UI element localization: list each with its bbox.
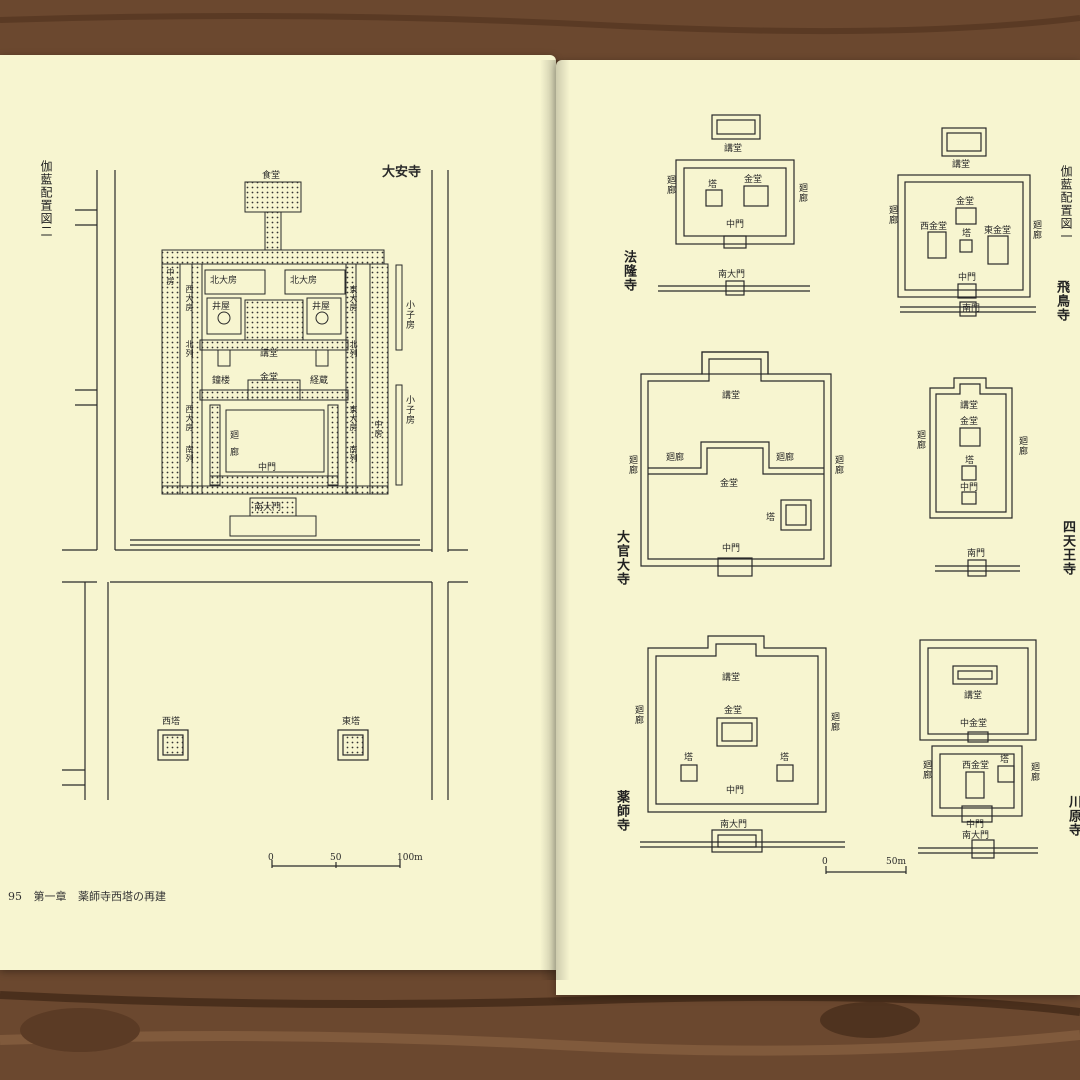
label-nishi-daibo-minami: 西大房 <box>185 405 194 432</box>
asukadera-kairo-r: 廻廊 <box>1031 220 1041 240</box>
page-number: 95 <box>8 890 22 903</box>
label-kairo-l: 廻 <box>230 430 239 441</box>
asukadera-kairo-l: 廻廊 <box>887 205 897 225</box>
label-chumon: 中門 <box>258 461 276 473</box>
yakushiji-name: 薬師寺 <box>614 790 629 832</box>
asukadera-to: 塔 <box>962 227 971 239</box>
label-nandaimon: 南大門 <box>254 501 281 513</box>
kawaharadera-chumon: 中門 <box>966 818 984 830</box>
label-kairo-r: 廊 <box>230 446 239 458</box>
daikandaiji-to: 塔 <box>766 511 775 523</box>
label-kita-retsu-e: 北列 <box>349 340 358 358</box>
horyuji-nandaimon: 南大門 <box>718 268 745 280</box>
horyuji-kairo-r: 廻廊 <box>797 183 807 203</box>
yakushiji-kairo-l: 廻廊 <box>633 705 643 725</box>
asukadera-chumon: 中門 <box>958 271 976 283</box>
kawaharadera-naka-kondo: 中金堂 <box>960 717 987 729</box>
horyuji-name: 法隆寺 <box>621 250 636 292</box>
asukadera-nishi-kondo: 西金堂 <box>920 220 947 232</box>
yakushiji-to-w: 塔 <box>684 751 693 763</box>
asukadera-naka-kondo: 金堂 <box>956 195 974 207</box>
yakushiji-kondo: 金堂 <box>724 704 742 716</box>
label-kyozo: 経蔵 <box>310 374 328 386</box>
label-kodo: 講堂 <box>260 347 278 359</box>
horyuji-to: 塔 <box>708 178 717 190</box>
label-kita-daibo-e: 北大房 <box>290 274 317 286</box>
asukadera-nandaimon: 南門 <box>962 302 980 314</box>
kawaharadera-kairo-l: 廻廊 <box>921 760 931 780</box>
scale-end: 100m <box>397 853 423 863</box>
label-kita-retsu-w: 北列 <box>185 340 194 358</box>
right-scale-zero: 0 <box>822 857 828 867</box>
left-scale-bar <box>271 860 401 868</box>
label-higashi-chuubo: 中房 <box>374 420 383 438</box>
label-seiya-e: 井屋 <box>312 300 330 312</box>
temple-layout-plans: 講堂 塔 金堂 中門 南大門 講堂 金堂 西金堂 東金堂 塔 中門 南門 講堂 … <box>640 114 1038 874</box>
shitennoji-name: 四天王寺 <box>1060 520 1075 576</box>
yakushiji-kodo: 講堂 <box>722 671 740 683</box>
label-minami-retsu-e: 南列 <box>349 445 358 463</box>
chapter-label: 第一章 <box>33 890 67 903</box>
label-kondo: 金堂 <box>260 371 278 383</box>
daianji-title: 大安寺 <box>382 164 421 180</box>
asukadera-kodo: 講堂 <box>952 158 970 170</box>
label-minami-retsu-w: 南列 <box>185 445 194 463</box>
daikandaiji-chumon: 中門 <box>722 542 740 554</box>
shitennoji-kodo: 講堂 <box>960 399 978 411</box>
label-seiya-w: 井屋 <box>212 300 230 312</box>
horyuji-kodo: 講堂 <box>724 142 742 154</box>
right-fig-caption: 伽藍配置図一 <box>1059 165 1073 243</box>
shitennoji-kairo-r: 廻廊 <box>1017 436 1027 456</box>
shitennoji-nanmon: 南門 <box>967 547 985 559</box>
book-gutter-shadow <box>540 60 570 980</box>
label-kita-daibo-w: 北大房 <box>210 274 237 286</box>
shitennoji-to: 塔 <box>965 454 974 466</box>
label-seito: 西塔 <box>162 715 180 727</box>
label-higashi-daibo-minami: 東大房 <box>349 405 358 432</box>
right-page <box>556 60 1080 995</box>
yakushiji-kairo-r: 廻廊 <box>829 712 839 732</box>
daianji-site-plan: 食堂 北大房 北大房 井屋 井屋 講堂 金堂 鐘楼 経蔵 廻 廊 中門 南大門 … <box>62 164 468 868</box>
daikandaiji-name: 大官大寺 <box>614 530 629 586</box>
section-title: 薬師寺西塔の再建 <box>78 890 166 903</box>
asukadera-name: 飛鳥寺 <box>1054 280 1069 322</box>
daikandaiji-kairo-3: 廻廊 <box>627 455 637 475</box>
kawaharadera-kodo: 講堂 <box>964 689 982 701</box>
kawaharadera-nishi-kondo: 西金堂 <box>962 759 989 771</box>
kawaharadera-to: 塔 <box>1000 753 1009 765</box>
shitennoji-kondo: 金堂 <box>960 415 978 427</box>
kawaharadera-nandaimon: 南大門 <box>962 829 989 841</box>
page-footer: 95 第一章 薬師寺西塔の再建 <box>8 888 174 904</box>
horyuji-kairo-l: 廻廊 <box>665 175 675 195</box>
daikandaiji-kairo-1: 廻廊 <box>666 451 684 463</box>
label-kozuribo-2: 小子房 <box>404 395 414 425</box>
daikandaiji-kairo-4: 廻廊 <box>833 455 843 475</box>
daikandaiji-kondo: 金堂 <box>720 477 738 489</box>
shitennoji-chumon: 中門 <box>960 481 978 493</box>
yakushiji-chumon: 中門 <box>726 784 744 796</box>
label-shoro: 鐘楼 <box>212 374 230 386</box>
label-jikido: 食堂 <box>262 169 280 181</box>
scale-mid: 50 <box>330 853 342 863</box>
label-nishi-chuubo: 中房 <box>166 268 175 286</box>
right-scale-end: 50m <box>886 857 906 867</box>
kawaharadera-name: 川原寺 <box>1066 795 1080 837</box>
asukadera-higashi-kondo: 東金堂 <box>984 224 1011 236</box>
label-toto: 東塔 <box>342 715 360 727</box>
left-fig-caption: 伽藍配置図二 <box>39 160 53 238</box>
label-kozuribo-1: 小子房 <box>404 300 414 330</box>
horyuji-kondo: 金堂 <box>744 173 762 185</box>
yakushiji-to-e: 塔 <box>780 751 789 763</box>
label-higashi-daibo-kita: 東大房 <box>349 285 358 312</box>
scale-zero: 0 <box>268 853 274 863</box>
yakushiji-nandaimon: 南大門 <box>720 818 747 830</box>
daikandaiji-kairo-2: 廻廊 <box>776 451 794 463</box>
kawaharadera-kairo-r: 廻廊 <box>1029 762 1039 782</box>
label-nishi-daibo-kita: 西大房 <box>185 285 194 312</box>
horyuji-chumon: 中門 <box>726 218 744 230</box>
shitennoji-kairo-l: 廻廊 <box>915 430 925 450</box>
daikandaiji-kodo: 講堂 <box>722 389 740 401</box>
